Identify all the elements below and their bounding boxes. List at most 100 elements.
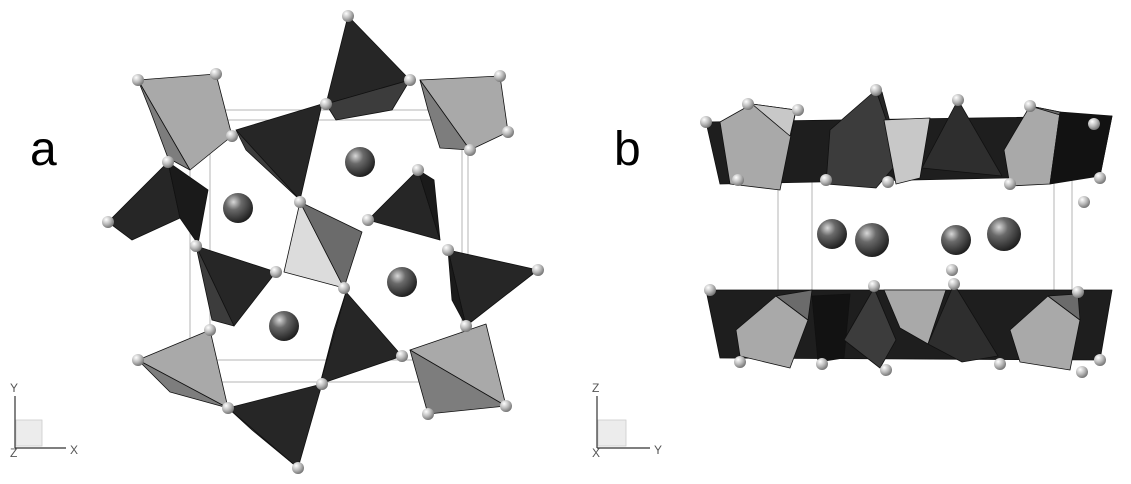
oxygen-sphere bbox=[948, 278, 960, 290]
lower-layer-b bbox=[705, 283, 1113, 371]
axis-triad-b: Z Y X bbox=[592, 381, 662, 460]
axis-label-out-of-plane: X bbox=[592, 446, 600, 460]
oxygen-sphere bbox=[222, 402, 234, 414]
oxygen-sphere bbox=[500, 400, 512, 412]
oxygen-sphere bbox=[132, 354, 144, 366]
cation-sphere bbox=[987, 217, 1021, 251]
oxygen-sphere bbox=[226, 130, 238, 142]
oxygen-sphere bbox=[494, 70, 506, 82]
cation-sphere bbox=[269, 311, 299, 341]
tetrahedron bbox=[751, 103, 797, 137]
oxygen-sphere bbox=[338, 282, 350, 294]
oxygen-sphere bbox=[464, 144, 476, 156]
tetrahedron bbox=[811, 293, 851, 363]
tetrahedron bbox=[921, 99, 1003, 177]
axis-label-vertical: Z bbox=[592, 381, 599, 395]
cations-b bbox=[817, 217, 1021, 257]
oxygen-sphere bbox=[132, 74, 144, 86]
oxygen-sphere bbox=[102, 216, 114, 228]
tetrahedron bbox=[137, 359, 229, 409]
tetrahedron bbox=[235, 129, 301, 201]
cation-sphere bbox=[387, 267, 417, 297]
oxygen-sphere bbox=[1094, 172, 1106, 184]
oxygen-sphere bbox=[868, 280, 880, 292]
oxygen-sphere bbox=[210, 68, 222, 80]
oxygen-sphere bbox=[362, 214, 374, 226]
oxygen-sphere bbox=[792, 104, 804, 116]
oxygen-sphere bbox=[994, 358, 1006, 370]
panel-b: b bbox=[592, 84, 1113, 460]
oxygen-sphere bbox=[320, 98, 332, 110]
oxygen-sphere bbox=[816, 358, 828, 370]
oxygen-sphere bbox=[316, 378, 328, 390]
oxygen-sphere bbox=[342, 10, 354, 22]
panel-label-b: b bbox=[614, 123, 641, 176]
oxygen-sphere bbox=[1094, 354, 1106, 366]
cation-sphere bbox=[817, 219, 847, 249]
oxygen-sphere bbox=[162, 156, 174, 168]
oxygen-sphere bbox=[1072, 286, 1084, 298]
tetrahedron bbox=[107, 161, 181, 241]
axis-label-out-of-plane: Z bbox=[10, 446, 17, 460]
oxygen-sphere bbox=[1078, 196, 1090, 208]
oxygen-sphere bbox=[734, 356, 746, 368]
tetrahedron bbox=[843, 287, 897, 369]
tetrahedra-a bbox=[107, 15, 539, 469]
oxygen-sphere bbox=[204, 324, 216, 336]
cations-a bbox=[223, 147, 417, 341]
cation-sphere bbox=[855, 223, 889, 257]
oxygen-sphere bbox=[1024, 100, 1036, 112]
tetrahedron bbox=[319, 291, 347, 385]
oxygen-sphere bbox=[270, 266, 282, 278]
oxygen-sphere bbox=[502, 126, 514, 138]
tetrahedron bbox=[775, 289, 813, 321]
cation-sphere bbox=[941, 225, 971, 255]
tetrahedron bbox=[1009, 295, 1081, 371]
oxygen-sphere bbox=[294, 196, 306, 208]
oxygens-a bbox=[102, 10, 544, 474]
tetrahedron bbox=[1047, 293, 1081, 321]
panel-label-a: a bbox=[30, 123, 57, 176]
tetrahedron bbox=[735, 295, 809, 369]
tetrahedron bbox=[195, 245, 235, 327]
oxygen-sphere bbox=[870, 84, 882, 96]
axis-label-horizontal: X bbox=[70, 443, 78, 457]
oxygen-sphere bbox=[532, 264, 544, 276]
cation-sphere bbox=[223, 193, 253, 223]
axis-label-horizontal: Y bbox=[654, 443, 662, 457]
oxygens-b bbox=[700, 84, 1106, 378]
tetrahedron bbox=[137, 73, 233, 171]
oxygen-sphere bbox=[442, 244, 454, 256]
oxygen-sphere bbox=[422, 408, 434, 420]
tetrahedron bbox=[325, 79, 411, 121]
oxygen-sphere bbox=[952, 94, 964, 106]
oxygen-sphere bbox=[820, 174, 832, 186]
oxygen-sphere bbox=[700, 116, 712, 128]
tetrahedron bbox=[417, 169, 441, 241]
axis-triad-a: Y X Z bbox=[10, 381, 78, 460]
tetrahedron bbox=[883, 117, 931, 185]
oxygen-sphere bbox=[1088, 118, 1100, 130]
panel-a: a bbox=[10, 10, 544, 474]
oxygen-sphere bbox=[1004, 178, 1016, 190]
axis-label-vertical: Y bbox=[10, 381, 18, 395]
tetrahedron bbox=[447, 249, 467, 327]
cation-sphere bbox=[345, 147, 375, 177]
oxygen-sphere bbox=[732, 174, 744, 186]
tetrahedron bbox=[419, 79, 471, 151]
oxygen-sphere bbox=[292, 462, 304, 474]
oxygen-sphere bbox=[412, 164, 424, 176]
tetrahedron bbox=[227, 407, 299, 469]
oxygen-sphere bbox=[396, 350, 408, 362]
oxygen-sphere bbox=[742, 98, 754, 110]
oxygen-sphere bbox=[1076, 366, 1088, 378]
oxygen-sphere bbox=[190, 240, 202, 252]
tetrahedron bbox=[409, 349, 507, 415]
oxygen-sphere bbox=[946, 264, 958, 276]
tetrahedron bbox=[927, 283, 999, 363]
oxygen-sphere bbox=[880, 364, 892, 376]
tetrahedron bbox=[227, 383, 323, 469]
upper-layer-b bbox=[705, 89, 1113, 191]
oxygen-sphere bbox=[404, 74, 416, 86]
